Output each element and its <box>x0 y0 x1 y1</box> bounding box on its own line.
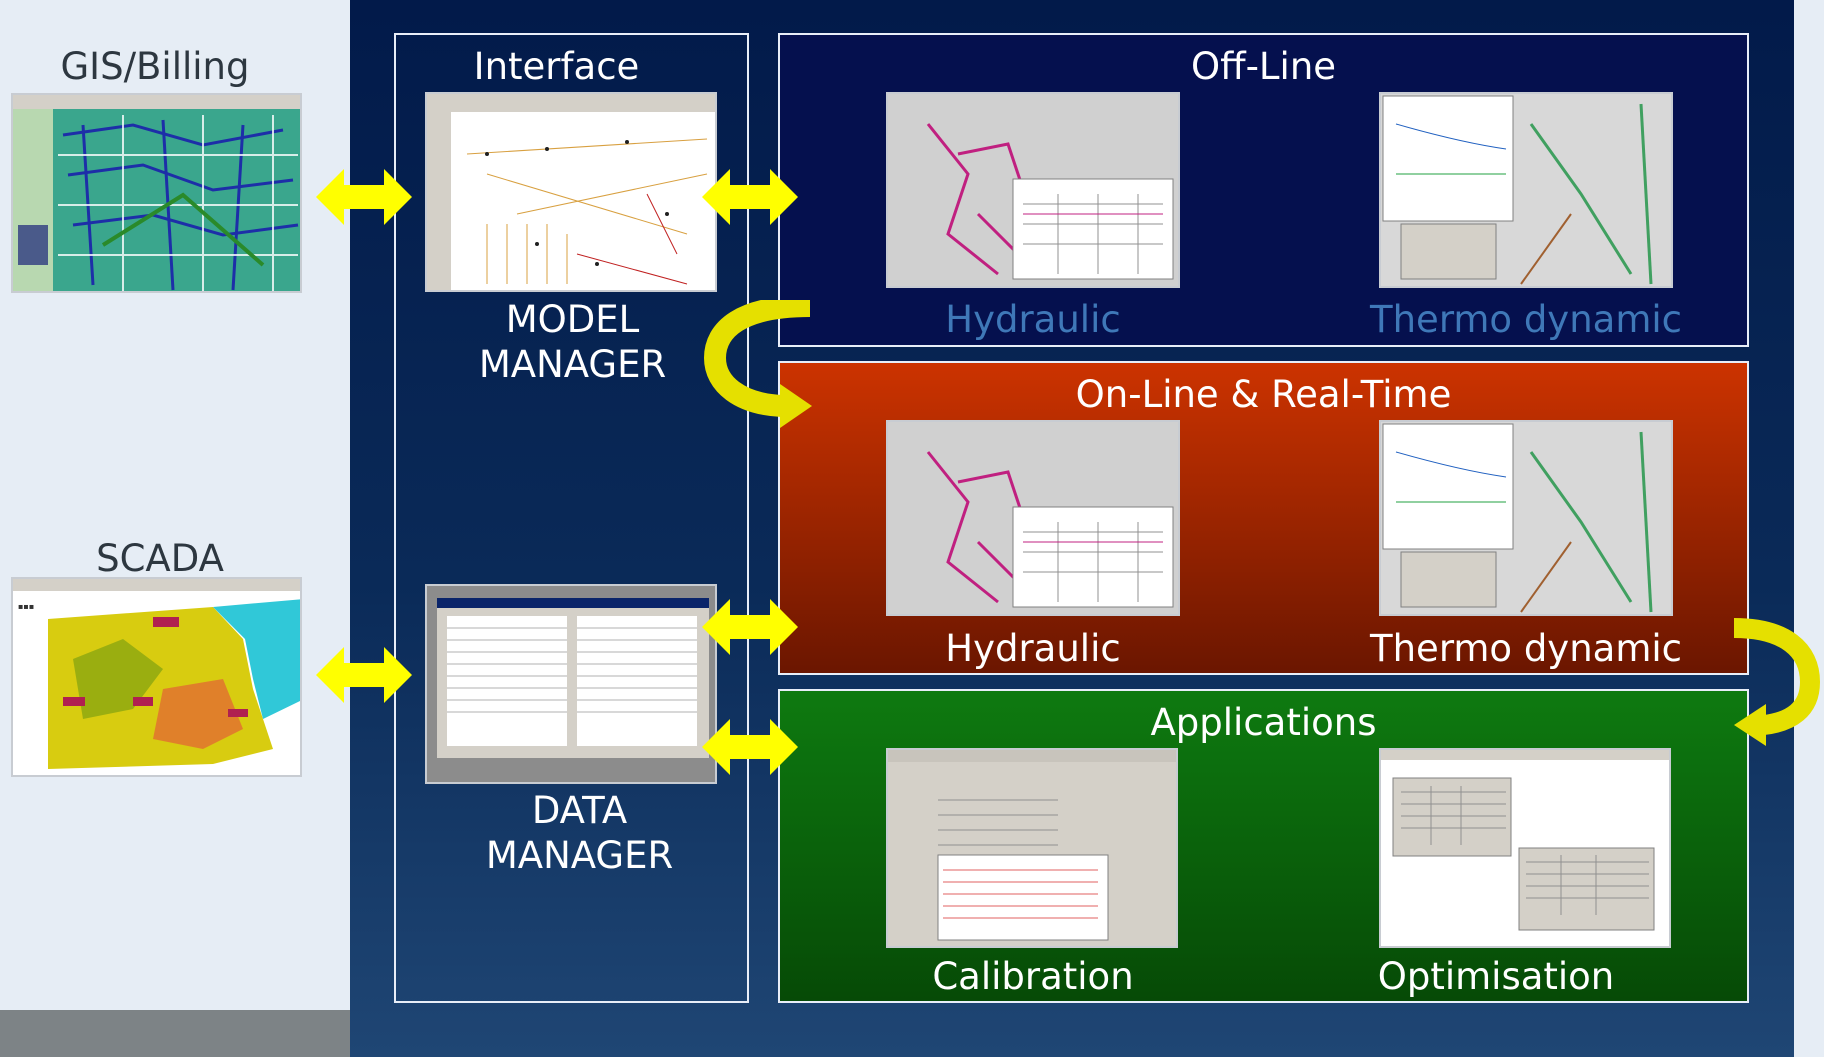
data-manager-label-line1: DATA <box>531 789 628 832</box>
gis-billing-screenshot <box>11 93 302 293</box>
footer-bar <box>0 1010 350 1057</box>
offline-title: Off-Line <box>1190 45 1337 88</box>
model-manager-screenshot[interactable] <box>425 92 717 292</box>
offline-to-online-curved-arrow <box>703 300 812 428</box>
scada-screenshot: ▪▪▪ <box>11 577 302 777</box>
model-to-offline-arrow <box>702 169 798 225</box>
data-manager-label-line2: MANAGER <box>485 834 674 877</box>
online-hydraulic-screenshot[interactable] <box>886 420 1180 616</box>
offline-thermo-label: Thermo dynamic <box>1370 298 1682 341</box>
offline-hydraulic-label: Hydraulic <box>945 298 1121 341</box>
gis-billing-label: GIS/Billing <box>60 45 250 88</box>
model-manager-label-line1: MODEL <box>505 298 640 341</box>
gis-to-model-arrow <box>316 169 412 225</box>
calibration-label: Calibration <box>932 955 1134 998</box>
svg-text:▪▪▪: ▪▪▪ <box>18 602 34 611</box>
offline-thermo-screenshot[interactable] <box>1379 92 1673 288</box>
right-edge-strip <box>1794 0 1824 1057</box>
online-thermo-label: Thermo dynamic <box>1370 627 1682 670</box>
online-title: On-Line & Real-Time <box>1075 373 1452 416</box>
optimisation-label: Optimisation <box>1377 955 1615 998</box>
model-manager-label-line2: MANAGER <box>478 343 667 386</box>
online-thermo-screenshot[interactable] <box>1379 420 1673 616</box>
scada-to-data-arrow <box>316 647 412 703</box>
data-to-applications-arrow <box>702 719 798 775</box>
optimisation-screenshot[interactable] <box>1379 748 1671 948</box>
applications-title: Applications <box>1150 701 1377 744</box>
online-hydraulic-label: Hydraulic <box>945 627 1121 670</box>
online-to-applications-curved-arrow <box>1733 618 1821 746</box>
interface-column <box>394 33 749 1003</box>
offline-hydraulic-screenshot[interactable] <box>886 92 1180 288</box>
data-to-online-arrow <box>702 599 798 655</box>
interface-title: Interface <box>473 45 640 88</box>
calibration-screenshot[interactable] <box>886 748 1178 948</box>
scada-label: SCADA <box>96 537 224 580</box>
data-manager-screenshot[interactable] <box>425 584 717 784</box>
